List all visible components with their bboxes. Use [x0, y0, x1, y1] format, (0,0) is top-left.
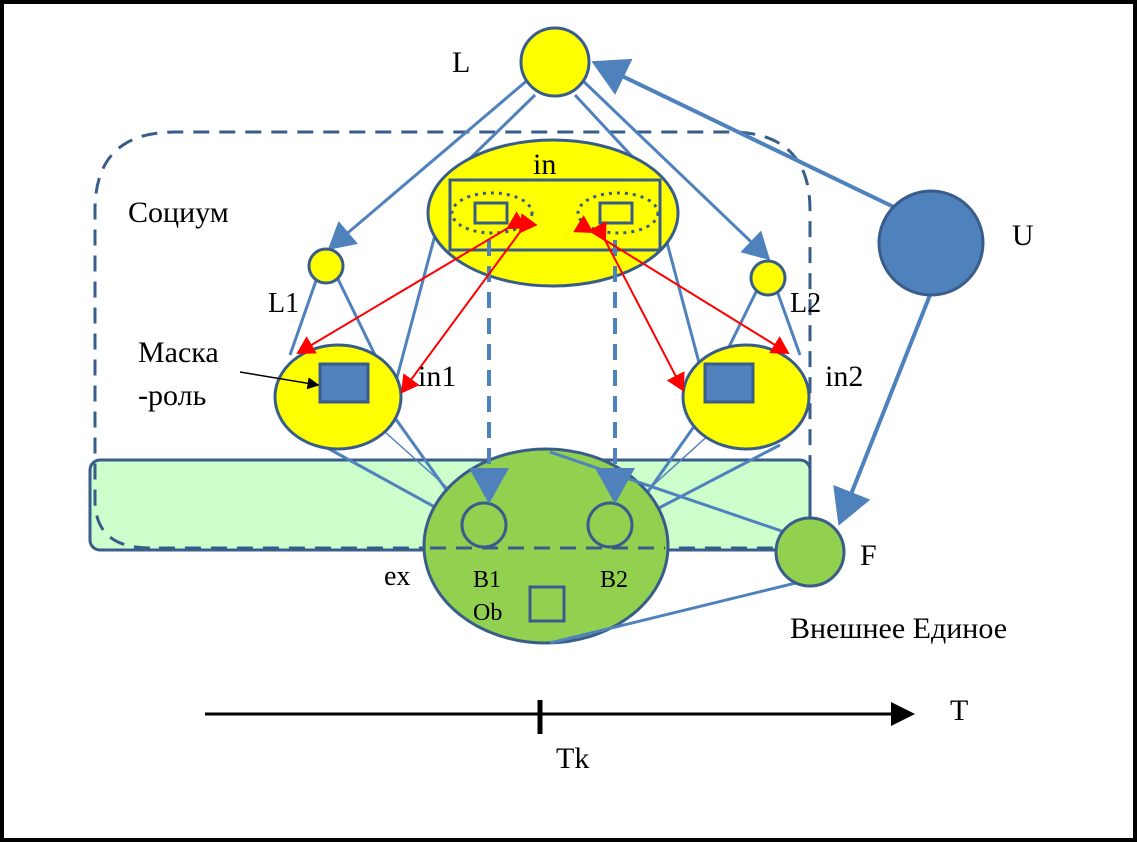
mask-pointer-arrow: [239, 371, 320, 390]
label-Ob: Ob: [473, 600, 502, 626]
red-link-inL-in1-b: [400, 213, 538, 394]
label-mask-line2: -роль: [138, 379, 206, 412]
label-Tk: Tk: [556, 742, 589, 775]
node-Ob-rect: [528, 585, 566, 623]
label-in1: in1: [418, 360, 456, 393]
node-L: [519, 26, 591, 98]
node-B1: [460, 501, 508, 549]
mask-role-rect-2: [703, 362, 755, 404]
node-B2: [586, 501, 634, 549]
label-socium: Социум: [128, 196, 229, 229]
label-in2: in2: [825, 360, 863, 393]
red-link-inR-in2-b: [588, 221, 685, 392]
node-ex: [422, 447, 670, 645]
label-L2: L2: [790, 288, 821, 319]
edge-L1-in1-b: [334, 274, 377, 356]
label-L1: L1: [268, 288, 299, 319]
label-B2: B2: [600, 567, 628, 593]
node-F: [774, 516, 846, 588]
label-B1: B1: [473, 567, 501, 593]
socium-boundary: [93, 130, 812, 550]
node-L2: [749, 259, 787, 297]
label-ex: ex: [384, 561, 410, 592]
label-in: in: [533, 148, 556, 181]
mask-role-rect-1: [318, 362, 370, 404]
label-external-unity: Внешнее Единое: [790, 612, 1007, 645]
edge-ex-F-top: [549, 450, 809, 542]
edge-U-F: [833, 294, 932, 526]
label-U: U: [1012, 219, 1034, 252]
label-F: F: [860, 539, 877, 572]
node-L1: [307, 247, 345, 285]
node-U: [877, 189, 985, 297]
label-L: L: [452, 46, 470, 79]
label-T: T: [950, 694, 968, 727]
edge-ex-F-bottom: [549, 578, 809, 645]
edge-U-L: [591, 58, 901, 212]
label-mask-line1: Маска: [138, 336, 219, 369]
